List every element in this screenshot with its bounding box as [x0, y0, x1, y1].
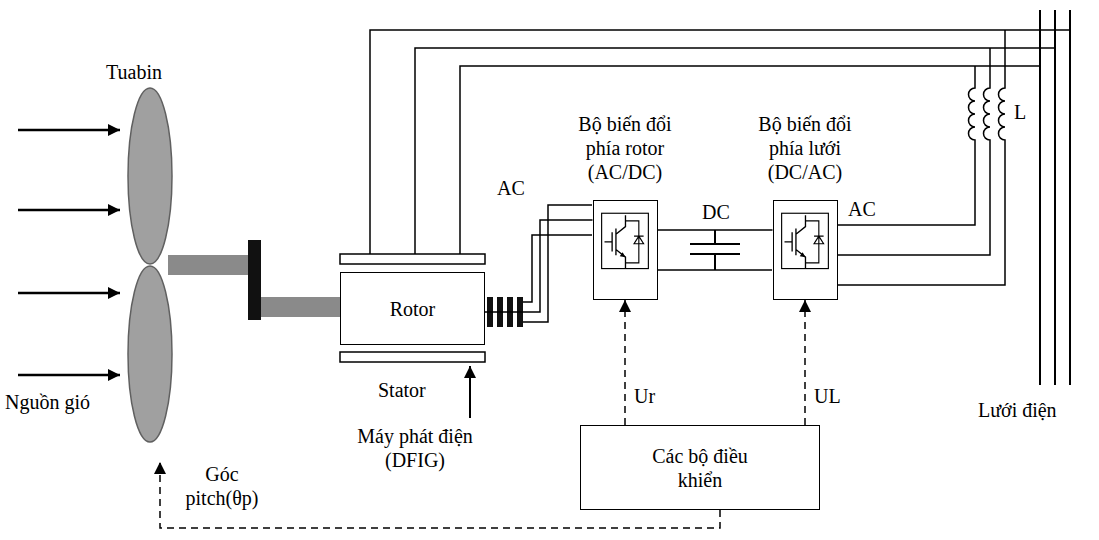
turbine-label: Tuabin	[106, 60, 162, 84]
converter-block: Bộ biến đổi phía rotor (AC/DC)	[545, 112, 705, 300]
rotor-box: Rotor	[340, 272, 485, 345]
igbt-symbol	[774, 201, 836, 298]
stator-label: Stator	[378, 378, 426, 402]
converter-heading: Bộ biến đổi phía lưới (DC/AC)	[745, 112, 865, 184]
turbine-blades	[128, 88, 172, 442]
rotor-wires	[523, 205, 592, 322]
power-wire	[485, 220, 593, 312]
grid-side-wires	[835, 30, 1005, 285]
signal-label: AC	[848, 197, 876, 221]
controller-box: Các bộ điều khiển	[580, 425, 820, 510]
edge-label: AC	[495, 176, 527, 200]
generator-pointer	[469, 366, 471, 418]
edge-label: UL	[812, 384, 843, 408]
box-text: Các bộ điều khiển	[650, 444, 750, 492]
capacitor-symbol	[690, 230, 740, 270]
converter-heading: Bộ biến đổi phía rotor (AC/DC)	[565, 112, 685, 184]
stator-bar	[340, 254, 485, 264]
generator-label: Máy phát điện (DFIG)	[340, 424, 490, 472]
gearbox-coupling	[248, 240, 261, 320]
wind-source-label: Nguồn gió	[5, 390, 90, 414]
control-signal	[624, 300, 626, 425]
wind-arrows	[18, 130, 120, 375]
grid-lines	[1040, 10, 1070, 385]
converter-box	[773, 200, 838, 300]
converter-box	[593, 200, 658, 300]
stator-wires	[370, 30, 1070, 254]
igbt-symbol	[594, 201, 656, 298]
pitch-angle-label: Góc pitch(θp)	[172, 462, 272, 510]
edge-label: DC	[700, 200, 732, 224]
box-text: Rotor	[390, 297, 436, 321]
edge-label: Ur	[632, 384, 657, 408]
turbine-shaft	[168, 255, 248, 275]
control-signal	[804, 300, 806, 425]
inductor-label: L	[1014, 100, 1026, 124]
power-wire	[658, 229, 773, 231]
generator-shaft	[261, 297, 340, 317]
grid-label: Lưới điện	[978, 398, 1057, 422]
stator-bar	[340, 352, 485, 362]
